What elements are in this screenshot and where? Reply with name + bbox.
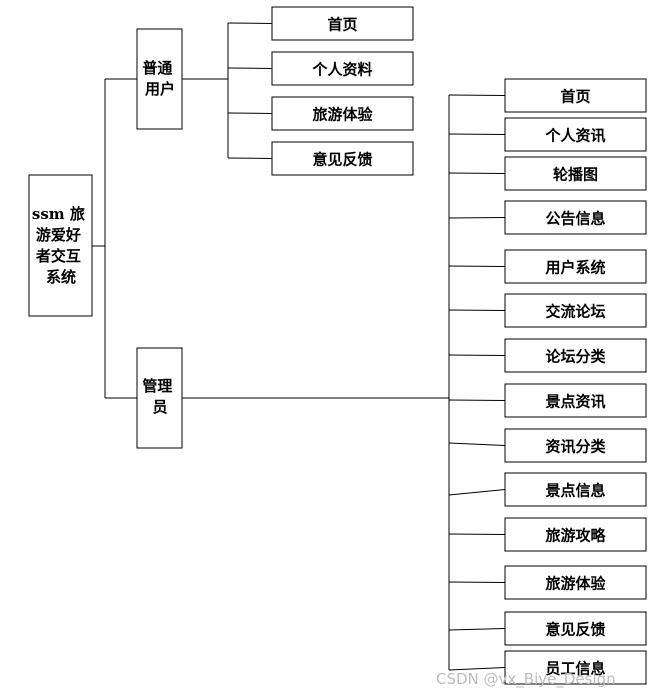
module-label: 旅游体验 xyxy=(545,575,606,593)
module-label: 员工信息 xyxy=(545,660,605,678)
module-label: 公告信息 xyxy=(545,210,605,228)
module-box xyxy=(504,517,647,552)
module-label: 个人资讯 xyxy=(544,127,605,145)
module-box xyxy=(504,611,647,646)
admin-branch xyxy=(448,489,506,496)
admin-modules: 首页个人资讯轮播图公告信息用户系统交流论坛论坛分类景点资讯资讯分类景点信息旅游攻… xyxy=(504,78,647,685)
normal-user-branch xyxy=(227,22,273,24)
normal-user-branch xyxy=(227,67,273,69)
module-box xyxy=(504,428,647,463)
watermark-text: CSDN @vx_Biye_Design xyxy=(436,670,616,689)
module-label: 首页 xyxy=(327,16,357,34)
module-label: 轮播图 xyxy=(553,166,598,184)
module-label: 意见反馈 xyxy=(312,151,372,169)
module-label: 意见反馈 xyxy=(545,621,605,639)
module-box xyxy=(504,156,647,191)
module-label: 论坛分类 xyxy=(545,348,606,366)
root-label: ssm 旅 游爱好 者交互 系统 xyxy=(32,205,90,286)
module-label: 旅游攻略 xyxy=(545,527,606,545)
normal-user-branch xyxy=(227,157,273,159)
admin-branch xyxy=(448,628,506,631)
connector-lines xyxy=(92,22,506,671)
role-node-admin: 管理 员 xyxy=(136,347,183,449)
module-box xyxy=(504,383,647,418)
module-box xyxy=(504,650,647,685)
role-label-line-1: 管理 xyxy=(142,377,172,395)
module-label: 资讯分类 xyxy=(545,438,606,456)
normal-user-branch xyxy=(227,112,273,114)
admin-branch xyxy=(448,581,506,583)
admin-branch xyxy=(448,172,506,174)
role-label-line-2: 用户 xyxy=(145,80,175,98)
module-label: 旅游体验 xyxy=(312,106,373,124)
root-node: ssm 旅 游爱好 者交互 系统 xyxy=(28,174,93,317)
admin-branch xyxy=(448,533,506,535)
root-label-line-2: 游爱好 xyxy=(36,226,81,244)
module-label: 景点信息 xyxy=(545,482,605,500)
role-label-line-1: 普通 xyxy=(142,59,172,77)
role-label-line-2: 员 xyxy=(152,398,167,416)
root-label-line-1: ssm 旅 xyxy=(32,205,85,223)
role-label-admin: 管理 员 xyxy=(142,377,177,416)
admin-branch xyxy=(448,217,506,219)
admin-branch xyxy=(448,442,506,446)
admin-branch xyxy=(448,133,506,135)
module-label: 首页 xyxy=(560,88,590,106)
module-label: 景点资讯 xyxy=(545,393,605,411)
module-box xyxy=(504,472,647,507)
admin-branch xyxy=(448,667,506,671)
module-label: 交流论坛 xyxy=(545,303,605,321)
module-box xyxy=(504,117,647,152)
module-box xyxy=(504,293,647,328)
module-box xyxy=(504,78,647,113)
admin-branch xyxy=(448,309,506,311)
module-box xyxy=(271,96,414,131)
module-box xyxy=(271,141,414,176)
module-box xyxy=(504,249,647,284)
module-box xyxy=(504,338,647,373)
admin-branch xyxy=(448,94,506,96)
module-label: 用户系统 xyxy=(545,259,605,277)
admin-branch xyxy=(448,354,506,356)
admin-branch xyxy=(448,399,506,401)
module-box xyxy=(271,6,414,41)
admin-branch xyxy=(448,265,506,267)
root-label-line-3: 者交互 xyxy=(36,247,81,265)
module-label: 个人资料 xyxy=(311,61,372,79)
module-box xyxy=(504,565,647,600)
role-node-normal-user: 普通 用户 xyxy=(136,28,183,130)
module-box xyxy=(271,51,414,86)
root-label-line-4: 系统 xyxy=(46,268,76,286)
module-box xyxy=(504,200,647,235)
role-label-normal-user: 普通 用户 xyxy=(142,59,177,98)
